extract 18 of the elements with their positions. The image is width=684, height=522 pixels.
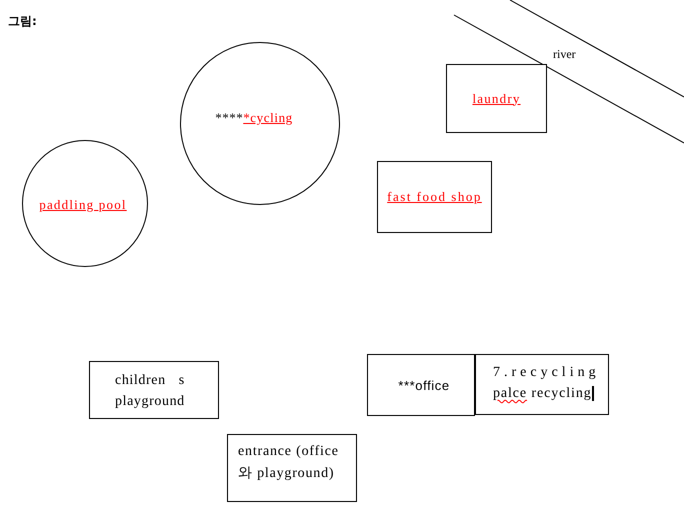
place-label: children s playground — [115, 372, 186, 411]
place-label: *cycling — [243, 110, 293, 126]
place-box — [367, 354, 475, 416]
title: 그림: — [8, 13, 37, 30]
place-label: ***office — [398, 378, 450, 392]
place-box — [227, 434, 357, 502]
place-box — [89, 361, 219, 419]
place-box — [377, 161, 492, 233]
place-label: paddling pool — [39, 197, 127, 213]
place-label: laundry — [472, 90, 521, 106]
place-label: palce recycling — [493, 385, 592, 403]
river-label: river — [553, 47, 576, 62]
place-label: entrance (office 와 playground) — [238, 443, 340, 483]
place-label: 7.recycling — [493, 364, 600, 382]
place-box — [475, 354, 609, 415]
place-label: fast food shop — [387, 189, 482, 205]
place-box — [446, 64, 547, 133]
asterisk-text: **** — [215, 110, 244, 126]
